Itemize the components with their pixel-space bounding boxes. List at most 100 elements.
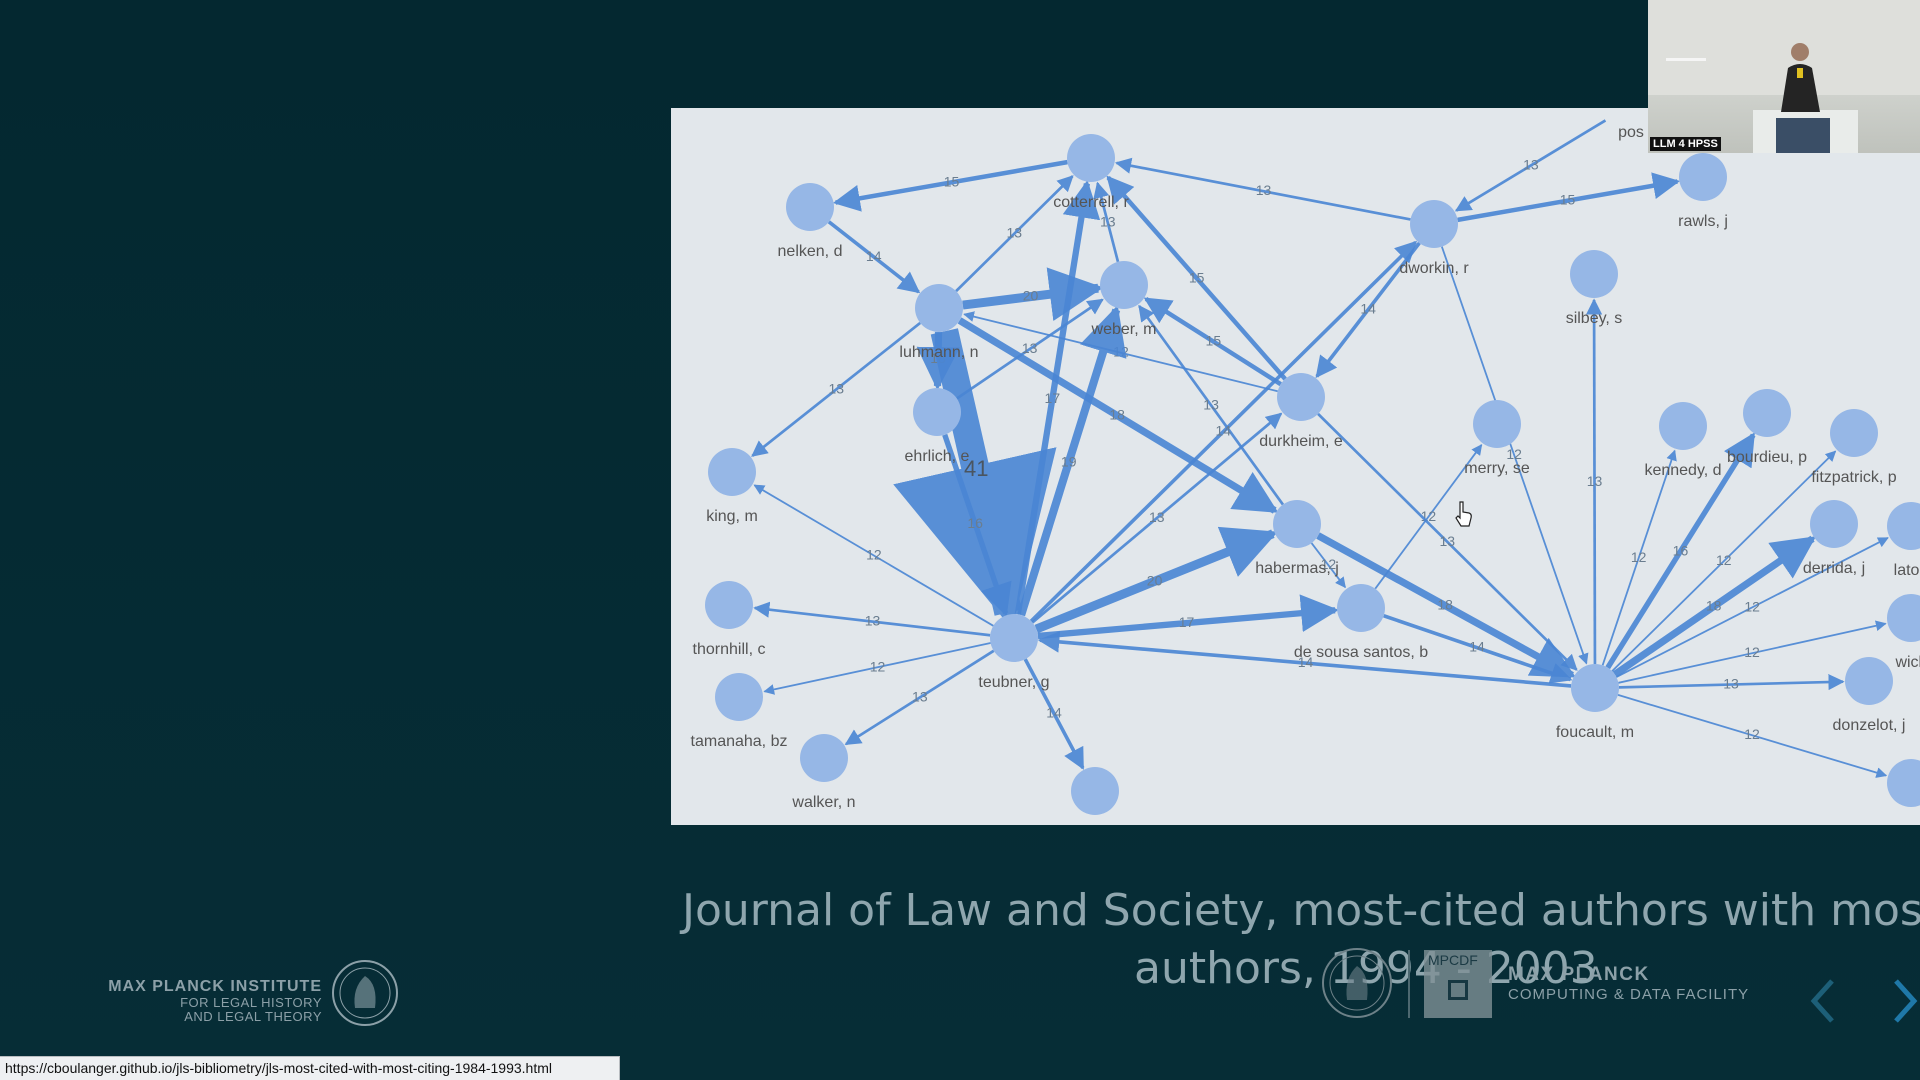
author-label-pos_top: pos bbox=[1618, 124, 1644, 141]
author-label-latour: latou bbox=[1894, 562, 1920, 579]
author-label-king: king, m bbox=[706, 508, 758, 525]
edge-weight-label: 13 bbox=[865, 613, 881, 629]
citation-edge bbox=[1618, 620, 1887, 684]
edge-weight-label: 12 bbox=[1744, 598, 1760, 614]
author-node-king[interactable] bbox=[708, 448, 756, 496]
author-label-nelken: nelken, d bbox=[778, 243, 843, 260]
mpcdf-logo-text: MAX PLANCK COMPUTING & DATA FACILITY bbox=[1508, 964, 1749, 1003]
citation-edge bbox=[1441, 246, 1589, 665]
author-node-habermas[interactable] bbox=[1273, 500, 1321, 548]
author-label-thornhill: thornhill, c bbox=[693, 641, 766, 658]
author-node-foucault[interactable] bbox=[1571, 664, 1619, 712]
author-node-desousa[interactable] bbox=[1337, 584, 1385, 632]
edge-weight-label: 13 bbox=[1440, 533, 1456, 549]
author-node-rawls[interactable] bbox=[1679, 153, 1727, 201]
author-label-bourdieu: bourdieu, p bbox=[1727, 449, 1807, 466]
edge-weight-label: 13 bbox=[1006, 225, 1022, 241]
edge-weight-label: 12 bbox=[1744, 726, 1760, 742]
author-label-walker: walker, n bbox=[791, 794, 855, 811]
mpcdf-square-icon bbox=[1424, 950, 1492, 1018]
citation-edge bbox=[1114, 157, 1411, 221]
author-node-tamanaha[interactable] bbox=[715, 673, 763, 721]
author-label-desousa: de sousa santos, b bbox=[1294, 644, 1428, 661]
author-node-durkheim[interactable] bbox=[1277, 373, 1325, 421]
citation-edge bbox=[751, 321, 922, 457]
edge-weight-label: 13 bbox=[1203, 396, 1219, 412]
edge-weight-label: 17 bbox=[1045, 390, 1061, 406]
author-label-wickham: wick bbox=[1894, 654, 1920, 671]
mpi-logo-line-2: FOR LEGAL HISTORY bbox=[180, 995, 322, 1010]
author-node-ehrlich[interactable] bbox=[913, 388, 961, 436]
author-node-derrida[interactable] bbox=[1810, 500, 1858, 548]
citation-edge bbox=[893, 328, 1057, 629]
speaker-figure bbox=[1648, 0, 1920, 153]
citation-edge bbox=[1316, 532, 1577, 679]
author-label-foucault: foucault, m bbox=[1556, 724, 1634, 741]
citation-edge bbox=[1612, 535, 1817, 678]
mpcdf-abbreviation: MPCDF bbox=[1428, 952, 1478, 968]
author-node-cotterrell[interactable] bbox=[1067, 134, 1115, 182]
author-node-bourdieu[interactable] bbox=[1743, 389, 1791, 437]
mpcdf-logo: MPCDF MAX PLANCK COMPUTING & DATA FACILI… bbox=[1320, 946, 1760, 1026]
edge-weight-label: 12 bbox=[866, 547, 882, 563]
mpi-logo-text: MAX PLANCK INSTITUTE FOR LEGAL HISTORY A… bbox=[108, 978, 322, 1024]
author-node-right_edge[interactable] bbox=[1887, 759, 1920, 807]
author-label-luhmann: luhmann, n bbox=[899, 344, 978, 361]
citation-edge bbox=[832, 159, 1068, 212]
author-node-donzelot[interactable] bbox=[1845, 657, 1893, 705]
edge-weight-label: 41 bbox=[964, 456, 988, 481]
citation-network-graph: 1513142013151513131213184117191813161320… bbox=[671, 108, 1920, 825]
minerva-seal-icon bbox=[332, 960, 398, 1026]
author-node-teubner[interactable] bbox=[990, 614, 1038, 662]
citation-edge bbox=[957, 317, 1279, 514]
citation-edge bbox=[1611, 450, 1837, 672]
logo-divider bbox=[1408, 950, 1410, 1018]
author-label-kennedy: kennedy, d bbox=[1644, 462, 1721, 479]
citation-edge bbox=[1034, 526, 1278, 634]
edge-weight-label: 20 bbox=[1147, 572, 1163, 588]
citation-edge bbox=[1601, 449, 1677, 666]
author-node-fitzpatrick[interactable] bbox=[1830, 409, 1878, 457]
edge-weight-label: 15 bbox=[1206, 333, 1222, 349]
minerva-seal-icon bbox=[1322, 948, 1392, 1018]
citation-edge bbox=[1138, 304, 1285, 506]
citation-edge bbox=[1029, 240, 1418, 623]
author-node-luhmann[interactable] bbox=[915, 284, 963, 332]
author-node-nelken[interactable] bbox=[786, 183, 834, 231]
citation-edge bbox=[956, 298, 1104, 400]
citation-edge bbox=[1310, 542, 1346, 589]
mpi-legal-history-logo: MAX PLANCK INSTITUTE FOR LEGAL HISTORY A… bbox=[100, 958, 400, 1028]
author-label-weber: weber, m bbox=[1091, 321, 1157, 338]
edge-weight-label: 17 bbox=[1179, 614, 1195, 630]
edge-weight-label: 13 bbox=[1723, 676, 1739, 692]
author-label-teubner: teubner, g bbox=[978, 674, 1049, 691]
citation-edge bbox=[942, 433, 1012, 617]
author-node-latour[interactable] bbox=[1887, 502, 1920, 550]
previous-slide-arrow-icon[interactable] bbox=[1808, 975, 1838, 1027]
video-participant-label: LLM 4 HPSS bbox=[1650, 137, 1721, 151]
author-label-silbey: silbey, s bbox=[1566, 310, 1623, 327]
citation-edge bbox=[1457, 172, 1681, 223]
author-node-dworkin[interactable] bbox=[1410, 200, 1458, 248]
author-node-wickham[interactable] bbox=[1887, 594, 1920, 642]
author-node-walker[interactable] bbox=[800, 734, 848, 782]
citation-edge bbox=[1317, 412, 1578, 671]
edge-weight-label: 13 bbox=[1100, 213, 1116, 229]
mpcdf-logo-line-2: COMPUTING & DATA FACILITY bbox=[1508, 986, 1750, 1003]
edge-weight-label: 20 bbox=[1023, 288, 1039, 304]
edge-weight-label: 13 bbox=[828, 380, 844, 396]
edge-weight-label: 12 bbox=[1113, 344, 1129, 360]
author-node-weber[interactable] bbox=[1100, 261, 1148, 309]
edge-weight-label: 16 bbox=[1673, 542, 1689, 558]
author-node-silbey[interactable] bbox=[1570, 250, 1618, 298]
edge-weight-label: 13 bbox=[1022, 340, 1038, 356]
author-node-merry[interactable] bbox=[1473, 400, 1521, 448]
edge-weight-label: 13 bbox=[1587, 473, 1603, 489]
citation-edge bbox=[1315, 241, 1421, 379]
author-node-kennedy[interactable] bbox=[1659, 402, 1707, 450]
next-slide-arrow-icon[interactable] bbox=[1892, 975, 1920, 1027]
author-node-unlabeled[interactable] bbox=[1071, 767, 1119, 815]
citation-edge bbox=[763, 642, 991, 695]
citation-edge bbox=[1106, 175, 1287, 381]
author-node-thornhill[interactable] bbox=[705, 581, 753, 629]
